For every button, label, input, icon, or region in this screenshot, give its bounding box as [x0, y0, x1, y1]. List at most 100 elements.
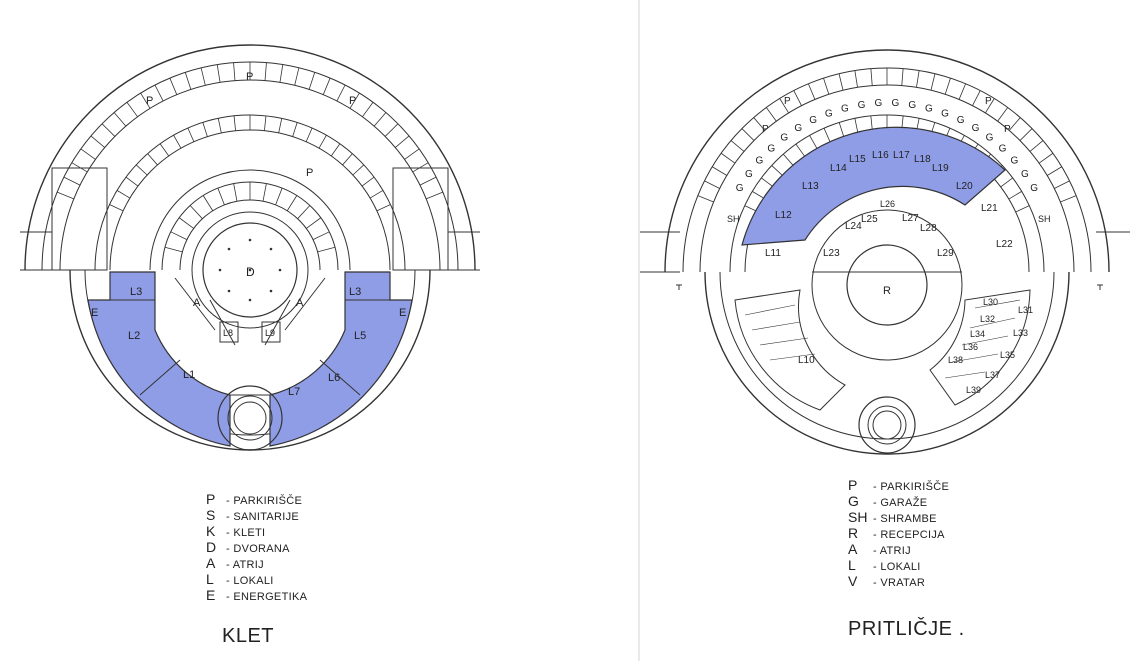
pritlicje-lokal-label: L29 — [937, 248, 954, 259]
pritlicje-garage-label: G — [1010, 156, 1018, 167]
page-divider — [638, 0, 640, 661]
stall-line — [1029, 140, 1044, 152]
legend-item: A- ATRIJ — [206, 555, 307, 571]
legend-item: R- RECEPCIJA — [848, 525, 949, 541]
stall-line — [217, 187, 225, 205]
stall-line — [116, 190, 131, 199]
legend-desc: - VRATAR — [873, 577, 926, 589]
stall-line — [154, 84, 164, 102]
stall-line — [178, 217, 194, 229]
stall-line — [766, 107, 777, 122]
stall-line — [404, 148, 420, 160]
pritlicje-garage-label: G — [999, 143, 1007, 154]
stall-line — [782, 153, 794, 166]
stall-line — [202, 122, 208, 137]
klet-parking-label: P — [146, 95, 153, 107]
stall-line — [135, 164, 148, 176]
legend-key: K — [206, 523, 216, 539]
pritlicje-garage-label: G — [941, 108, 949, 119]
stall-line — [944, 78, 951, 95]
stall-line — [901, 68, 904, 86]
stall-line — [1038, 152, 1054, 164]
legend-desc: - ENERGETIKA — [226, 591, 308, 603]
stall-line — [916, 70, 920, 88]
stall-line — [704, 180, 720, 189]
legend-key: D — [206, 539, 217, 555]
pritlicje-lokal-label: L12 — [775, 210, 792, 221]
column-dot — [278, 268, 282, 272]
stall-line — [384, 123, 399, 137]
stall-line — [187, 127, 195, 142]
legend-item: G- GARAŽE — [848, 493, 949, 509]
legend-key: SH — [848, 509, 868, 525]
stall-line — [292, 122, 298, 137]
stall-line — [164, 246, 183, 253]
stall-line — [189, 205, 203, 219]
stall-line — [808, 83, 816, 100]
stall-line — [870, 115, 873, 131]
klet-lokal-label: L3 — [130, 286, 142, 298]
stall-line — [809, 135, 818, 149]
stall-line — [170, 231, 188, 240]
pritlicje-lokal-label: L13 — [802, 181, 819, 192]
legend-desc: - ATRIJ — [226, 559, 264, 571]
stall-line — [233, 115, 236, 131]
stall-line — [997, 107, 1008, 122]
stall-line — [330, 143, 341, 157]
pritlicje-lokal-label: L20 — [956, 181, 973, 192]
pritlicje-lokal-label: L33 — [1013, 328, 1028, 338]
klet-parking-label: P — [246, 71, 253, 83]
pritlicje-lokal-label: L26 — [880, 199, 895, 209]
stall-line — [972, 90, 981, 106]
left-stair-wing — [51, 167, 108, 271]
stall-line — [1054, 180, 1070, 189]
stall-line — [349, 92, 360, 109]
pritlicje-lokal-label: L23 — [823, 248, 840, 259]
legend-desc: - PARKIRIŠČE — [226, 495, 303, 507]
stall-line — [109, 204, 124, 212]
room-l8 — [219, 321, 239, 343]
klet-lokal-label: L5 — [354, 330, 366, 342]
stall-line — [278, 118, 283, 134]
legend-item: D- DVORANA — [206, 539, 307, 555]
stall-line — [184, 72, 192, 90]
dvorana-circle — [202, 222, 298, 318]
stall-line — [286, 195, 298, 211]
right-stair-wing — [392, 167, 449, 271]
pritlicje-garage-label: G — [745, 169, 753, 180]
klet-lokal-label: L9 — [265, 328, 275, 338]
stall-line — [101, 123, 116, 137]
stall-line — [1060, 195, 1077, 203]
stall-line — [870, 68, 873, 86]
stall-line — [63, 176, 81, 186]
pritlicje-lokal-label: L19 — [932, 163, 949, 174]
pritlicje-garage-label: G — [972, 123, 980, 134]
klet-lokal-label: L8 — [223, 328, 233, 338]
klet-energetika-label: E — [91, 307, 98, 319]
pritlicje-lokal-label: L25 — [861, 214, 878, 225]
stall-line — [279, 64, 284, 83]
pritlicje-plan-title: PRITLIČJE . — [848, 618, 965, 640]
pritlicje-garage-label: G — [1030, 183, 1038, 194]
column-dot — [269, 289, 273, 293]
stall-line — [838, 122, 845, 137]
legend-key: S — [206, 507, 216, 523]
pritlicje-garage-label: G — [756, 156, 764, 167]
stall-line — [730, 140, 745, 152]
bottom-stair-right — [858, 396, 916, 454]
stall-line — [216, 64, 221, 83]
legend-key: P — [206, 491, 216, 507]
stall-line — [930, 73, 936, 91]
stall-line — [217, 118, 222, 134]
stall-line — [125, 176, 139, 187]
legend-desc: - KLETI — [226, 527, 266, 539]
stall-line — [71, 162, 88, 173]
legend-desc: - SHRAMBE — [873, 513, 937, 525]
klet-energetika-label: E — [399, 307, 406, 319]
stall-line — [126, 102, 138, 118]
stall-line — [305, 127, 313, 142]
column-dot — [248, 238, 252, 242]
stall-line — [140, 92, 151, 109]
pritlicje-garage-label: G — [925, 103, 933, 114]
stall-line — [412, 162, 429, 173]
